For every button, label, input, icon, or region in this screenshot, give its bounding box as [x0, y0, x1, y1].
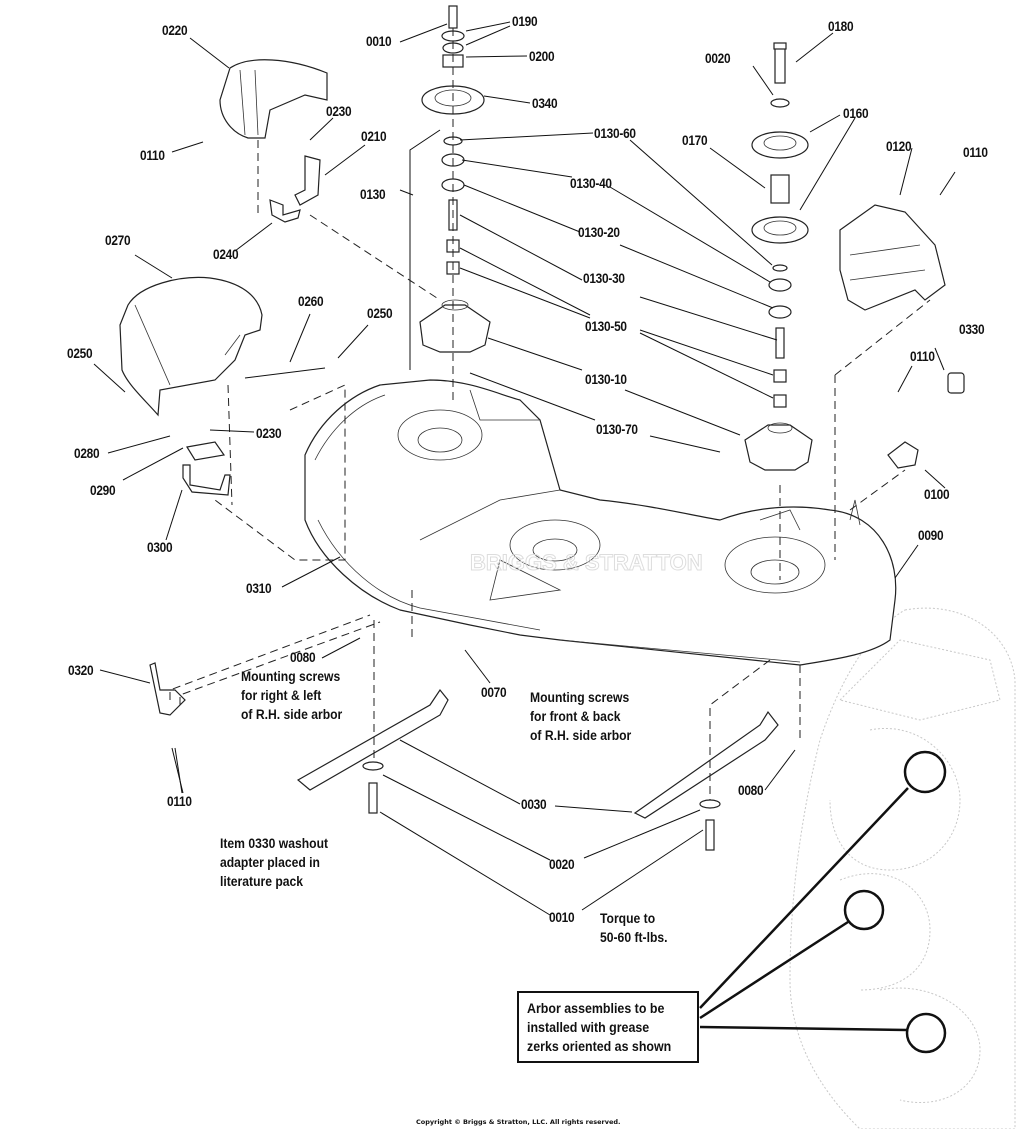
shield-0220: [219, 59, 328, 139]
washout-adapter-0330: [947, 372, 965, 394]
part-label-0070: 0070: [481, 685, 507, 700]
leader-lines: [93, 21, 956, 916]
deck-top-view-ghost: [789, 607, 1016, 1129]
part-label-0130-10: 0130-10: [585, 372, 627, 387]
part-label-0110-c: 0110: [910, 349, 935, 364]
washout-port-0100: [887, 441, 919, 469]
part-label-0190: 0190: [512, 14, 538, 29]
bracket-0210: [294, 155, 321, 206]
zerk-circle-3: [905, 1012, 947, 1054]
rod-0260: [244, 367, 326, 379]
part-label-0130: 0130: [360, 187, 386, 202]
chute-bracket-0300: [182, 464, 231, 496]
part-label-0020-bottom: 0020: [549, 857, 575, 872]
part-label-0180: 0180: [828, 19, 854, 34]
part-label-0010-top: 0010: [366, 34, 392, 49]
part-label-0310: 0310: [246, 581, 272, 596]
arbor-callout: [699, 750, 947, 1054]
note-mounting-screws-right-left: Mounting screws for right & left of R.H.…: [241, 669, 343, 722]
part-label-0130-50: 0130-50: [585, 319, 627, 334]
right-arbor-stack: [744, 42, 813, 580]
part-label-0110-a: 0110: [140, 148, 165, 163]
arbor-callout-box: Arbor assemblies to be installed with gr…: [517, 991, 699, 1063]
part-label-0330: 0330: [959, 322, 985, 337]
shield-0120: [839, 204, 946, 311]
part-label-0260: 0260: [298, 294, 324, 309]
part-label-0160: 0160: [843, 106, 869, 121]
assembly-dashed-lines: [169, 140, 931, 800]
part-label-0300: 0300: [147, 540, 173, 555]
deck-housing-0090: BRIGGS & STRATTON: [304, 379, 897, 666]
part-label-0250-right: 0250: [367, 306, 393, 321]
part-label-0090: 0090: [918, 528, 944, 543]
part-label-0130-60: 0130-60: [594, 126, 636, 141]
chute-bracket-0290: [186, 441, 226, 461]
part-label-0010-bottom: 0010: [549, 910, 575, 925]
note-mounting-screws-front-back: Mounting screws for front & back of R.H.…: [530, 690, 632, 743]
part-label-0230-a: 0230: [326, 104, 352, 119]
blade-left-0030: [296, 688, 449, 791]
part-label-0020-top: 0020: [705, 51, 731, 66]
left-arbor-stack: [419, 5, 491, 400]
discharge-chute-0270: [119, 276, 263, 417]
watermark: BRIGGS & STRATTON: [470, 550, 703, 575]
note-torque: Torque to 50-60 ft-lbs.: [600, 911, 668, 945]
part-label-0290: 0290: [90, 483, 116, 498]
part-label-0120: 0120: [886, 139, 912, 154]
part-label-0100: 0100: [924, 487, 950, 502]
part-label-0240: 0240: [213, 247, 239, 262]
part-label-0200: 0200: [529, 49, 555, 64]
part-label-0170: 0170: [682, 133, 708, 148]
part-label-0110-b: 0110: [963, 145, 988, 160]
part-label-0280: 0280: [74, 446, 100, 461]
part-label-0080-right: 0080: [738, 783, 764, 798]
part-label-0220: 0220: [162, 23, 188, 38]
zerk-circle-2: [843, 889, 885, 931]
part-label-0230-b: 0230: [256, 426, 282, 441]
part-label-0130-30: 0130-30: [583, 271, 625, 286]
part-label-0080-left: 0080: [290, 650, 316, 665]
part-label-0030: 0030: [521, 797, 547, 812]
blade-right-0030: [633, 710, 779, 819]
arbor-callout-text: Arbor assemblies to be installed with gr…: [527, 1001, 672, 1054]
part-label-0130-40: 0130-40: [570, 176, 612, 191]
part-label-0340: 0340: [532, 96, 558, 111]
bracket-0320: [149, 662, 186, 716]
part-label-0130-70: 0130-70: [596, 422, 638, 437]
washer-0020-right: [699, 799, 721, 809]
part-label-0250-left: 0250: [67, 346, 93, 361]
bracket-0240: [269, 199, 301, 223]
bolt-0010-left: [368, 782, 378, 814]
part-label-0210: 0210: [361, 129, 387, 144]
washer-0020-left: [362, 761, 384, 771]
bolt-0010-right: [705, 819, 715, 851]
part-label-0320: 0320: [68, 663, 94, 678]
note-washout-adapter: Item 0330 washout adapter placed in lite…: [220, 836, 329, 889]
part-label-0130-20: 0130-20: [578, 225, 620, 240]
part-label-0110-d: 0110: [167, 794, 192, 809]
part-label-0270: 0270: [105, 233, 131, 248]
zerk-circle-1: [903, 750, 947, 794]
copyright: Copyright © Briggs & Stratton, LLC. All …: [416, 1118, 621, 1126]
